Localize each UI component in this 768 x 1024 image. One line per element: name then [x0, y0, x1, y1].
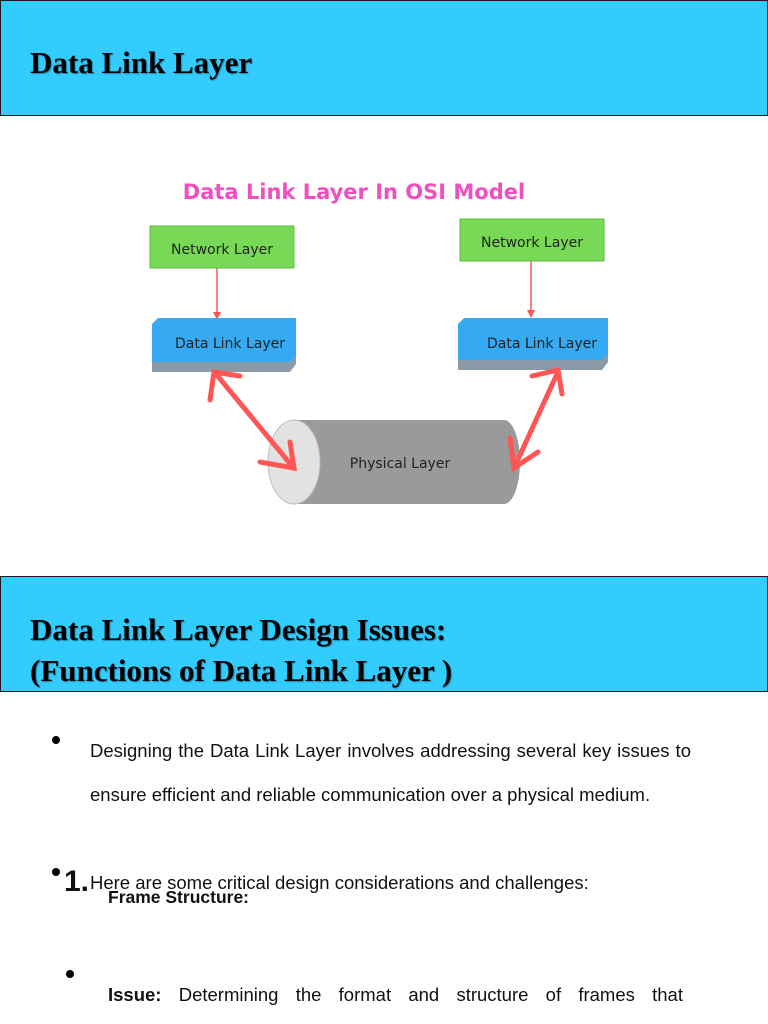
left-network-layer-box: Network Layer — [149, 225, 295, 269]
list-number-1: 1. — [64, 865, 90, 898]
left-double-arrow — [207, 369, 298, 472]
paragraph-considerations: Here are some critical design considerat… — [90, 872, 589, 893]
bullet-1 — [52, 736, 60, 744]
slide-2-title-bar: Data Link Layer Design Issues: (Function… — [0, 576, 768, 692]
slide-2-title-line-1: Data Link Layer Design Issues: — [30, 612, 447, 647]
issue-paragraph: Issue: Determining the format and struct… — [108, 973, 683, 1024]
slide-2-title-line-2: (Functions of Data Link Layer ) — [30, 653, 453, 688]
physical-layer-cylinder: Physical Layer — [267, 419, 520, 505]
slide-2-title: Data Link Layer Design Issues: (Function… — [30, 609, 452, 691]
bullet-2 — [52, 868, 60, 876]
right-data-link-layer-box: Data Link Layer — [458, 318, 608, 370]
left-down-arrow — [213, 268, 221, 320]
item-frame-structure-title: Frame Structure: — [108, 887, 250, 907]
right-down-arrow — [527, 261, 535, 318]
paragraph-intro: Designing the Data Link Layer involves a… — [90, 740, 691, 805]
issue-text: Determining the format and structure of … — [178, 984, 683, 1005]
slide-1-title: Data Link Layer — [30, 45, 253, 80]
issue-label: Issue: — [108, 984, 162, 1005]
right-double-arrow — [507, 366, 565, 473]
osi-data-link-diagram: Data Link Layer In OSI Model Network Lay… — [149, 180, 608, 505]
diagram-heading: Data Link Layer In OSI Model — [183, 180, 525, 204]
slide-1-title-bar: Data Link Layer — [0, 0, 768, 116]
slide-2: Data Link Layer Design Issues: (Function… — [0, 576, 768, 1024]
bullet-3 — [66, 970, 74, 978]
physical-layer-label: Physical Layer — [350, 456, 451, 472]
right-network-layer-label: Network Layer — [481, 235, 583, 251]
left-data-link-layer-box: Data Link Layer — [152, 318, 296, 372]
slide-1: Data Link Layer Data Link Layer In OSI M… — [0, 0, 768, 505]
right-data-link-layer-label: Data Link Layer — [487, 336, 597, 352]
left-data-link-layer-label: Data Link Layer — [175, 336, 285, 352]
left-network-layer-label: Network Layer — [171, 242, 273, 258]
right-network-layer-box: Network Layer — [459, 218, 605, 262]
